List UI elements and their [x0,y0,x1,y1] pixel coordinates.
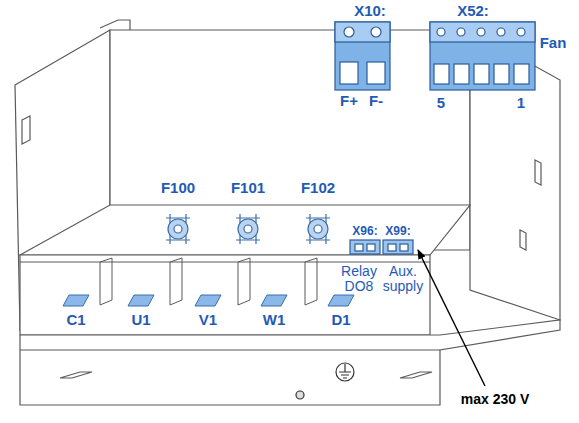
x96-x99-connectors [350,240,413,254]
fuse-name: F101 [231,180,265,197]
pin-number: 5 [437,95,445,112]
terminal-name: C1 [66,312,85,329]
terminal-name: D1 [331,312,350,329]
fuse-name: F102 [301,180,335,197]
terminal-note: Relay DO8 [337,264,381,295]
pin-number: 1 [517,95,525,112]
x10-connector [335,22,390,90]
fuse-holders [166,214,330,244]
terminal-name: U1 [131,312,150,329]
x52-connector [430,22,535,90]
voltage-note: max 230 V [461,392,530,407]
ground-symbol [296,363,354,399]
connector-name: X99: [385,225,410,238]
terminal-tabs [63,295,354,306]
terminal-walls [20,258,430,305]
leader-arrow [418,250,485,386]
fuse-name: F100 [161,180,195,197]
terminal-name: V1 [199,312,217,329]
terminal-name: W1 [263,312,286,329]
chassis-housing [15,20,560,405]
part-name: Fan [540,35,567,52]
terminal-note: Aux. supply [380,264,426,295]
connector-name: X10: [354,3,386,20]
connector-name: X96: [352,225,377,238]
pin-name: F- [369,93,383,110]
pin-name: F+ [340,93,358,110]
connector-name: X52: [457,3,489,20]
